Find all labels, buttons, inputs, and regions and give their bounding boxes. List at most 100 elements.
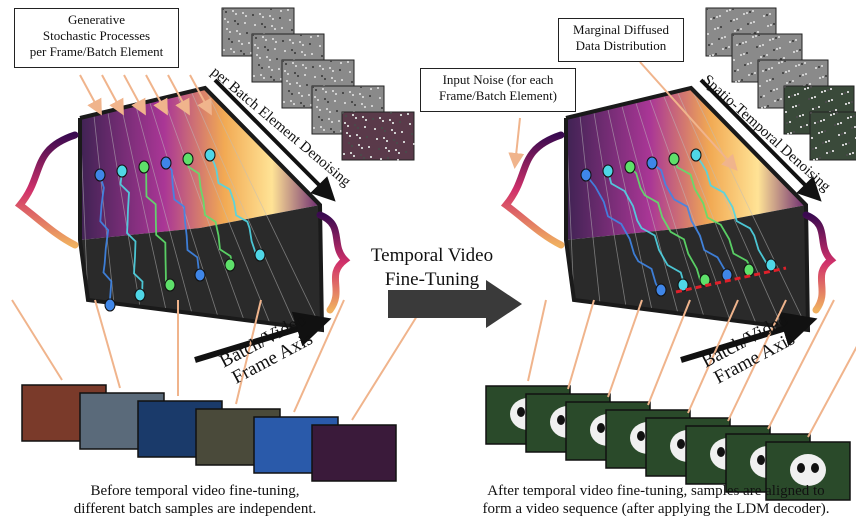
- trajectory-start-dot: [160, 156, 172, 170]
- trajectory-start-dot: [138, 160, 150, 174]
- grid-line: [676, 91, 783, 327]
- trajectory-line: [119, 170, 144, 298]
- cube-edge: [203, 86, 322, 207]
- trajectory-line: [651, 162, 727, 273]
- frame-output-arrow: [807, 346, 856, 438]
- panda-eye: [637, 431, 645, 441]
- panda-eye: [517, 407, 525, 417]
- grid-line: [621, 104, 679, 314]
- sample-thumb-astronaut-photo: [311, 299, 428, 482]
- right-caption: After temporal video fine-tuning, sample…: [482, 483, 830, 517]
- marginal-distribution-left: [14, 131, 79, 249]
- noise-input-arrow: [101, 74, 124, 116]
- trajectory-line: [165, 162, 200, 273]
- trajectory-end-dot: [224, 258, 236, 272]
- grid-line: [662, 94, 757, 324]
- denoising-arrow: [213, 78, 336, 202]
- right-process-cube: [500, 78, 837, 363]
- trajectory-end-dot: [134, 288, 146, 302]
- noise-input-arrow: [145, 74, 168, 116]
- grid-line: [690, 87, 809, 331]
- trajectory-line: [673, 158, 752, 269]
- trajectory-line: [585, 174, 661, 292]
- trajectory-end-dot: [699, 273, 711, 287]
- trajectory-start-dot: [116, 164, 128, 178]
- panda-eye: [677, 439, 685, 449]
- batch-axis-arrow: [194, 311, 332, 363]
- trajectory-start-dot: [646, 156, 658, 170]
- trajectory-start-dot: [204, 148, 216, 162]
- noisy-frame-thumb: [341, 111, 415, 161]
- center-arrow: [388, 280, 522, 328]
- sample-output-arrow: [351, 299, 428, 421]
- trajectory-start-dot: [668, 152, 680, 166]
- panda-eye: [797, 463, 805, 473]
- grid-line: [121, 107, 167, 311]
- center-title: Temporal Video Fine-Tuning: [370, 245, 494, 290]
- marginal-distribution-left: [500, 131, 565, 249]
- left-process-cube: [14, 78, 351, 363]
- temporal-alignment-line: [675, 266, 787, 294]
- marginal-distribution-right: [802, 211, 837, 314]
- batch-axis-arrow: [680, 311, 818, 363]
- sample-output-arrow: [94, 299, 121, 389]
- sample-output-arrow: [235, 299, 262, 405]
- trajectory-end-dot: [164, 278, 176, 292]
- grid-line: [190, 91, 297, 327]
- trajectory-start-dot: [182, 152, 194, 166]
- grid-line: [607, 107, 653, 311]
- panda-eye: [557, 415, 565, 425]
- sample-output-arrow: [293, 299, 345, 413]
- grid-line: [93, 114, 115, 304]
- trajectory-end-dot: [104, 298, 116, 312]
- noisy-frame-thumb: [809, 111, 856, 161]
- frame-output-arrow: [687, 299, 739, 414]
- frame-output-arrow: [607, 299, 643, 398]
- trajectory-line: [695, 154, 768, 265]
- sample-output-arrow: [11, 299, 63, 381]
- panda-face: [790, 454, 826, 486]
- trajectory-line: [99, 174, 113, 307]
- trajectory-line: [209, 154, 257, 255]
- frame-output-arrow: [727, 299, 787, 422]
- grid-line: [135, 104, 193, 314]
- panda-eye: [717, 447, 725, 457]
- noise-input-arrow: [189, 74, 212, 116]
- frame-output-arrow: [567, 299, 595, 390]
- trajectory-end-dot: [254, 248, 266, 262]
- trajectory-end-dot: [677, 278, 689, 292]
- trajectory-end-dot: [655, 283, 667, 297]
- grid-line: [204, 87, 323, 331]
- panda-eye: [757, 455, 765, 465]
- trajectory-start-dot: [624, 160, 636, 174]
- video-frame-thumb-panda-8: [765, 346, 856, 501]
- marginal-distribution-arrow: [639, 61, 738, 171]
- marginal-distribution-right: [316, 211, 351, 314]
- trajectory-line: [143, 166, 167, 289]
- grid-line: [635, 101, 705, 317]
- trajectory-end-dot: [194, 268, 206, 282]
- noise-input-arrow: [79, 74, 102, 116]
- right-input-label: Input Noise (for each Frame/Batch Elemen…: [420, 68, 576, 112]
- right-top-label: Marginal Diffused Data Distribution: [558, 18, 684, 62]
- noise-input-arrow: [167, 74, 190, 116]
- grid-line: [593, 111, 627, 307]
- trajectory-line: [607, 170, 686, 288]
- input-noise-arrow: [508, 117, 525, 169]
- trajectory-end-dot: [765, 258, 777, 272]
- trajectory-start-dot: [602, 164, 614, 178]
- panda-eye: [597, 423, 605, 433]
- grid-line: [176, 94, 271, 324]
- trajectory-start-dot: [580, 168, 592, 182]
- trajectory-start-dot: [94, 168, 106, 182]
- cube-edge: [689, 86, 808, 207]
- left-caption: Before temporal video fine-tuning, diffe…: [73, 483, 317, 517]
- denoising-arrow: [699, 78, 822, 202]
- cube-front-face: [566, 205, 808, 330]
- trajectory-start-dot: [690, 148, 702, 162]
- frame-output-arrow: [767, 299, 835, 430]
- trajectory-line: [187, 158, 233, 264]
- trajectory-end-dot: [743, 263, 755, 277]
